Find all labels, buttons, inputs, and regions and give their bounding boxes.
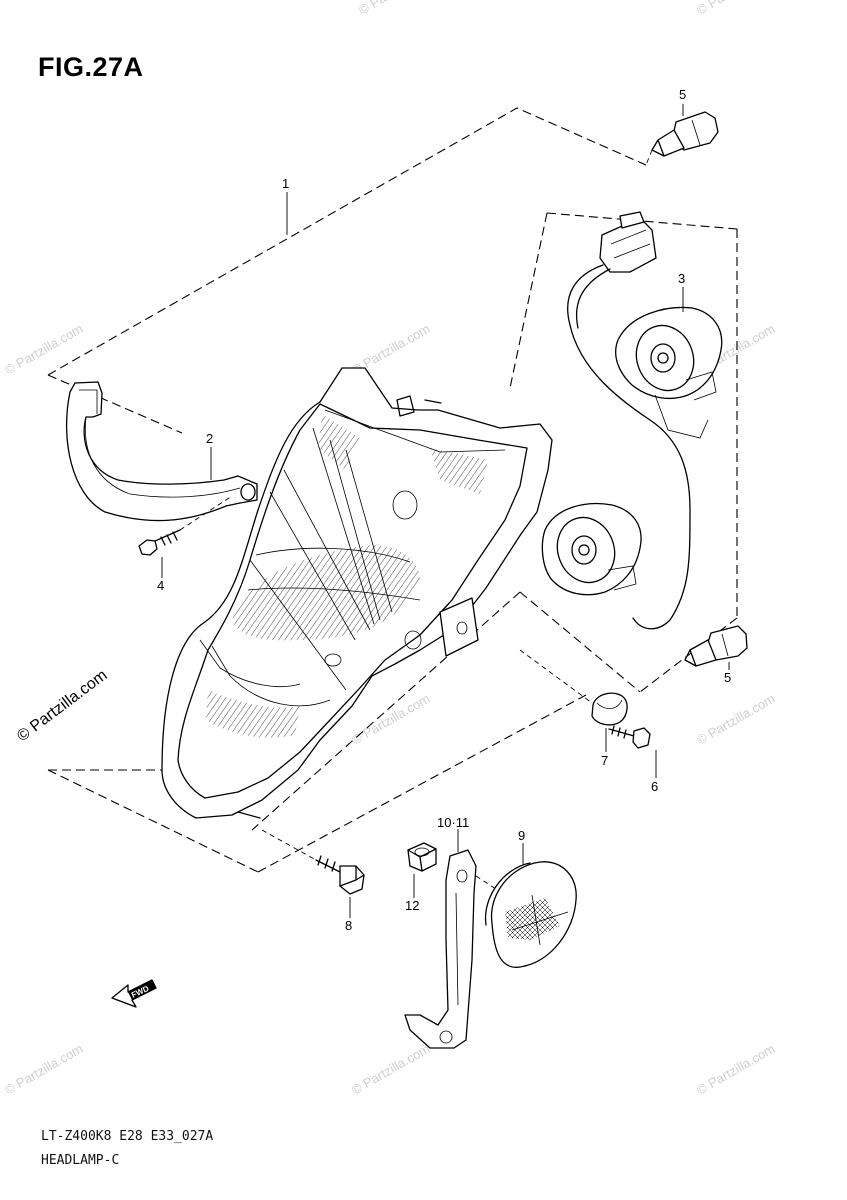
watermark-text: © Partzilla.com — [349, 691, 432, 748]
watermark-vertical: © Partzilla.com — [14, 667, 110, 745]
watermark-text: © Partzilla.com — [356, 0, 439, 18]
callout-9: 9 — [518, 828, 525, 843]
callout-4: 4 — [157, 578, 164, 593]
callout-7: 7 — [601, 753, 608, 768]
part-2-headlamp-rim — [65, 381, 258, 522]
callout-5-upper: 5 — [679, 87, 686, 102]
part-3-bulb-socket-harness — [541, 211, 723, 630]
part-7-grommet — [519, 649, 628, 726]
diagram-section-name: HEADLAMP-C — [41, 1153, 120, 1168]
part-12-nut — [407, 842, 437, 872]
watermark-text: © Partzilla.com — [694, 691, 777, 748]
part-10-11-bracket — [404, 849, 503, 1049]
watermark-text: © Partzilla.com — [349, 1041, 432, 1098]
part-5-bulb-upper — [645, 111, 719, 166]
watermark-text-dark: © Partzilla.com — [14, 667, 110, 745]
watermark-text: © Partzilla.com — [694, 0, 777, 18]
callout-3: 3 — [678, 271, 685, 286]
callout-2: 2 — [206, 431, 213, 446]
watermark-text: © Partzilla.com — [2, 321, 85, 378]
callout-5-lower: 5 — [724, 670, 731, 685]
callout-1: 1 — [282, 176, 289, 191]
watermark-text: © Partzilla.com — [2, 1041, 85, 1098]
fwd-label: FWD — [130, 984, 151, 1000]
callout-12: 12 — [405, 898, 419, 913]
part-5-bulb-lower — [684, 625, 748, 667]
callout-labels: 1 2 3 4 5 5 6 7 8 9 10·11 12 — [157, 87, 731, 933]
part-4-screw — [138, 495, 233, 556]
watermark-text: © Partzilla.com — [694, 1041, 777, 1098]
callout-6: 6 — [651, 779, 658, 794]
part-9-reflector — [484, 861, 577, 968]
part-1-headlamp-housing — [161, 367, 553, 819]
forward-direction-arrow: FWD — [111, 979, 157, 1008]
diagram-model-code: LT-Z400K8 E28 E33_027A — [41, 1129, 214, 1144]
callout-10-11: 10·11 — [437, 815, 469, 830]
part-6-screw — [608, 725, 651, 749]
callout-8: 8 — [345, 918, 352, 933]
callout-leaders — [161, 104, 730, 918]
figure-title: FIG.27A — [38, 52, 144, 82]
part-8-bolt — [261, 829, 365, 895]
